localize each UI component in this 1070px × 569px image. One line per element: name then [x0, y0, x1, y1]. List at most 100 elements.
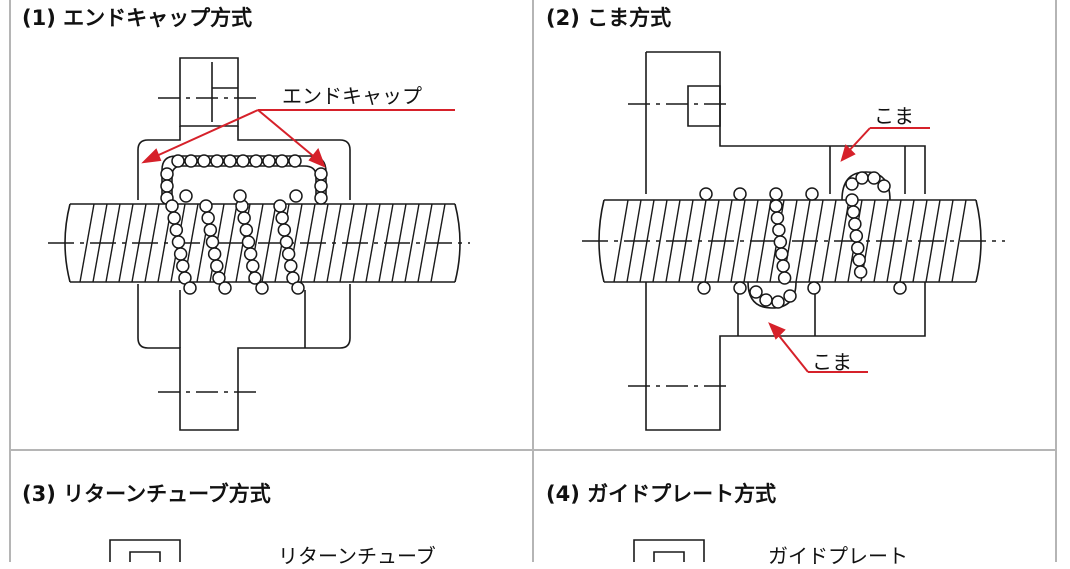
ball [775, 247, 789, 261]
thread-line [339, 203, 355, 283]
thread-line [417, 203, 433, 283]
ball [770, 211, 785, 225]
ball [218, 281, 232, 295]
ball [769, 187, 783, 201]
ball [184, 154, 198, 168]
ball [210, 154, 224, 168]
panel2-title: (2) こま方式 [546, 6, 672, 30]
ball [772, 223, 786, 237]
ball [848, 217, 862, 231]
thread-line [79, 203, 95, 283]
thread-line [378, 203, 394, 283]
ball [855, 171, 869, 185]
ball [849, 229, 864, 243]
thread-line [938, 199, 954, 283]
ball [201, 211, 215, 225]
panel3-drawing [109, 539, 181, 562]
ball [223, 154, 237, 168]
thread-line [691, 199, 707, 283]
thread-line [899, 199, 915, 283]
ball [167, 211, 181, 225]
ball [173, 247, 188, 261]
ball [176, 259, 190, 273]
thread-line [925, 199, 941, 283]
ball [199, 199, 213, 213]
ball [893, 281, 907, 295]
ball [246, 259, 260, 273]
ball [241, 235, 256, 249]
ball [733, 281, 747, 295]
ball [207, 247, 222, 261]
ball [773, 235, 788, 249]
panel1-drawing [48, 57, 470, 431]
ball [851, 241, 865, 255]
ball [805, 187, 819, 201]
panel2-balls [697, 171, 907, 309]
panel1-label-endcap: エンドキャップ [282, 84, 422, 108]
ball [284, 259, 298, 273]
panel2-leaders [768, 127, 930, 373]
ball [845, 193, 859, 207]
thread-line [756, 199, 772, 283]
thread-line [613, 199, 629, 283]
panel4-title: (4) ガイドプレート方式 [546, 482, 777, 506]
thread-line [821, 199, 837, 283]
thread-line [118, 203, 134, 283]
thread-line [222, 203, 238, 283]
ball [749, 285, 763, 299]
thread-line [912, 199, 928, 283]
ball [249, 154, 263, 168]
thread-line [639, 199, 655, 283]
thread-line [92, 203, 108, 283]
ball [197, 154, 211, 168]
thread-line [365, 203, 381, 283]
thread-line [131, 203, 147, 283]
panel1-balls [160, 154, 328, 295]
panel3-label-return-tube: リターンチューブ [278, 544, 436, 568]
thread-line [730, 199, 746, 283]
ball [776, 259, 790, 273]
ball [248, 271, 262, 285]
ball [233, 189, 247, 203]
ball [210, 259, 224, 273]
panel3-title: (3) リターンチューブ方式 [22, 482, 271, 506]
thread-line [665, 199, 681, 283]
thread-line [678, 199, 694, 283]
ball [275, 211, 289, 225]
thread-line [886, 199, 902, 283]
thread-line [105, 203, 121, 283]
ball [845, 177, 859, 191]
ball [239, 223, 254, 237]
ball [160, 179, 174, 193]
ball [165, 199, 179, 213]
ball [203, 223, 218, 237]
panel1-leader [141, 109, 455, 168]
ball [314, 179, 328, 193]
ball [236, 154, 250, 168]
ball [171, 154, 185, 168]
ball [846, 205, 861, 219]
ball [212, 271, 226, 285]
thread-line [626, 199, 642, 283]
ball [777, 271, 792, 285]
thread-line [391, 203, 407, 283]
panel1-title: (1) エンドキャップ方式 [22, 6, 253, 30]
thread-line [144, 203, 160, 283]
thread-line [652, 199, 668, 283]
ball [243, 247, 258, 261]
ball [733, 187, 747, 201]
ball [291, 281, 305, 295]
ball [314, 191, 328, 205]
ball [759, 293, 773, 307]
thread-line [404, 203, 420, 283]
ball [288, 154, 302, 168]
ball [279, 235, 294, 249]
ball [281, 247, 296, 261]
ball [160, 167, 174, 181]
ball [255, 281, 269, 295]
panel4-drawing [633, 539, 705, 562]
ball [169, 223, 184, 237]
ball [237, 211, 251, 225]
thread-line [300, 203, 316, 283]
ball [877, 179, 891, 193]
